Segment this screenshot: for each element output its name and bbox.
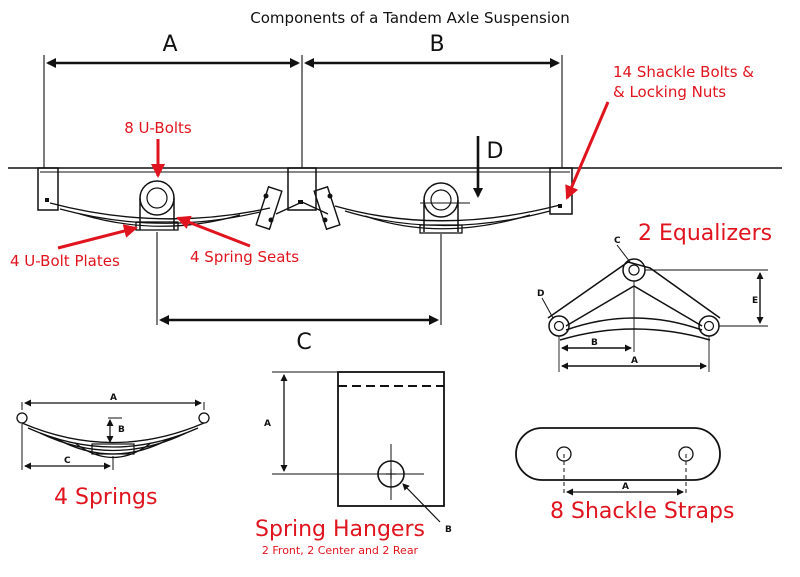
spring-detail: A B C 4 Springs (16, 393, 210, 510)
diagram-title: Components of a Tandem Axle Suspension (250, 9, 569, 27)
springs-label: 4 Springs (54, 485, 157, 510)
hanger-dim-a: A (264, 419, 271, 429)
dimension-c-label: C (296, 330, 311, 355)
shackle-bolts-callout-line2: & Locking Nuts (613, 83, 726, 101)
equalizer-dim-c: C (614, 236, 621, 246)
equalizer-dim-a: A (631, 356, 638, 366)
dimension-d-label: D (487, 139, 504, 164)
spring-hangers-sublabel: 2 Front, 2 Center and 2 Rear (262, 544, 419, 557)
spring-dim-a: A (110, 393, 117, 403)
shackle-strap-detail: A 8 Shackle Straps (515, 427, 734, 524)
spring-dim-c: C (64, 456, 71, 466)
u-bolt-plates-callout: 4 U-Bolt Plates (10, 252, 120, 270)
shackle-straps-label: 8 Shackle Straps (550, 499, 734, 524)
equalizers-label: 2 Equalizers (638, 221, 772, 246)
spring-dim-b: B (118, 425, 125, 435)
spring-seats-callout: 4 Spring Seats (190, 248, 299, 266)
hanger-dim-b: B (445, 525, 452, 535)
callouts: 8 U-Bolts 14 Shackle Bolts & & Locking N… (10, 63, 754, 270)
equalizer-dim-e: E (752, 296, 758, 306)
dimension-a-label: A (162, 32, 177, 57)
spring-hanger-detail: A B Spring Hangers 2 Front, 2 Center and… (255, 371, 452, 557)
dimension-b-label: B (429, 32, 444, 57)
equalizer-dim-d: D (537, 289, 544, 299)
u-bolts-callout: 8 U-Bolts (124, 119, 192, 137)
equalizer-detail: 2 Equalizers C D E B A (537, 221, 772, 372)
equalizer-dim-b: B (591, 338, 598, 348)
spring-hangers-label: Spring Hangers (255, 517, 425, 542)
strap-dim-a: A (622, 482, 629, 492)
shackle-bolts-callout-line1: 14 Shackle Bolts & (613, 63, 754, 81)
main-assembly: A B C D (8, 32, 782, 355)
